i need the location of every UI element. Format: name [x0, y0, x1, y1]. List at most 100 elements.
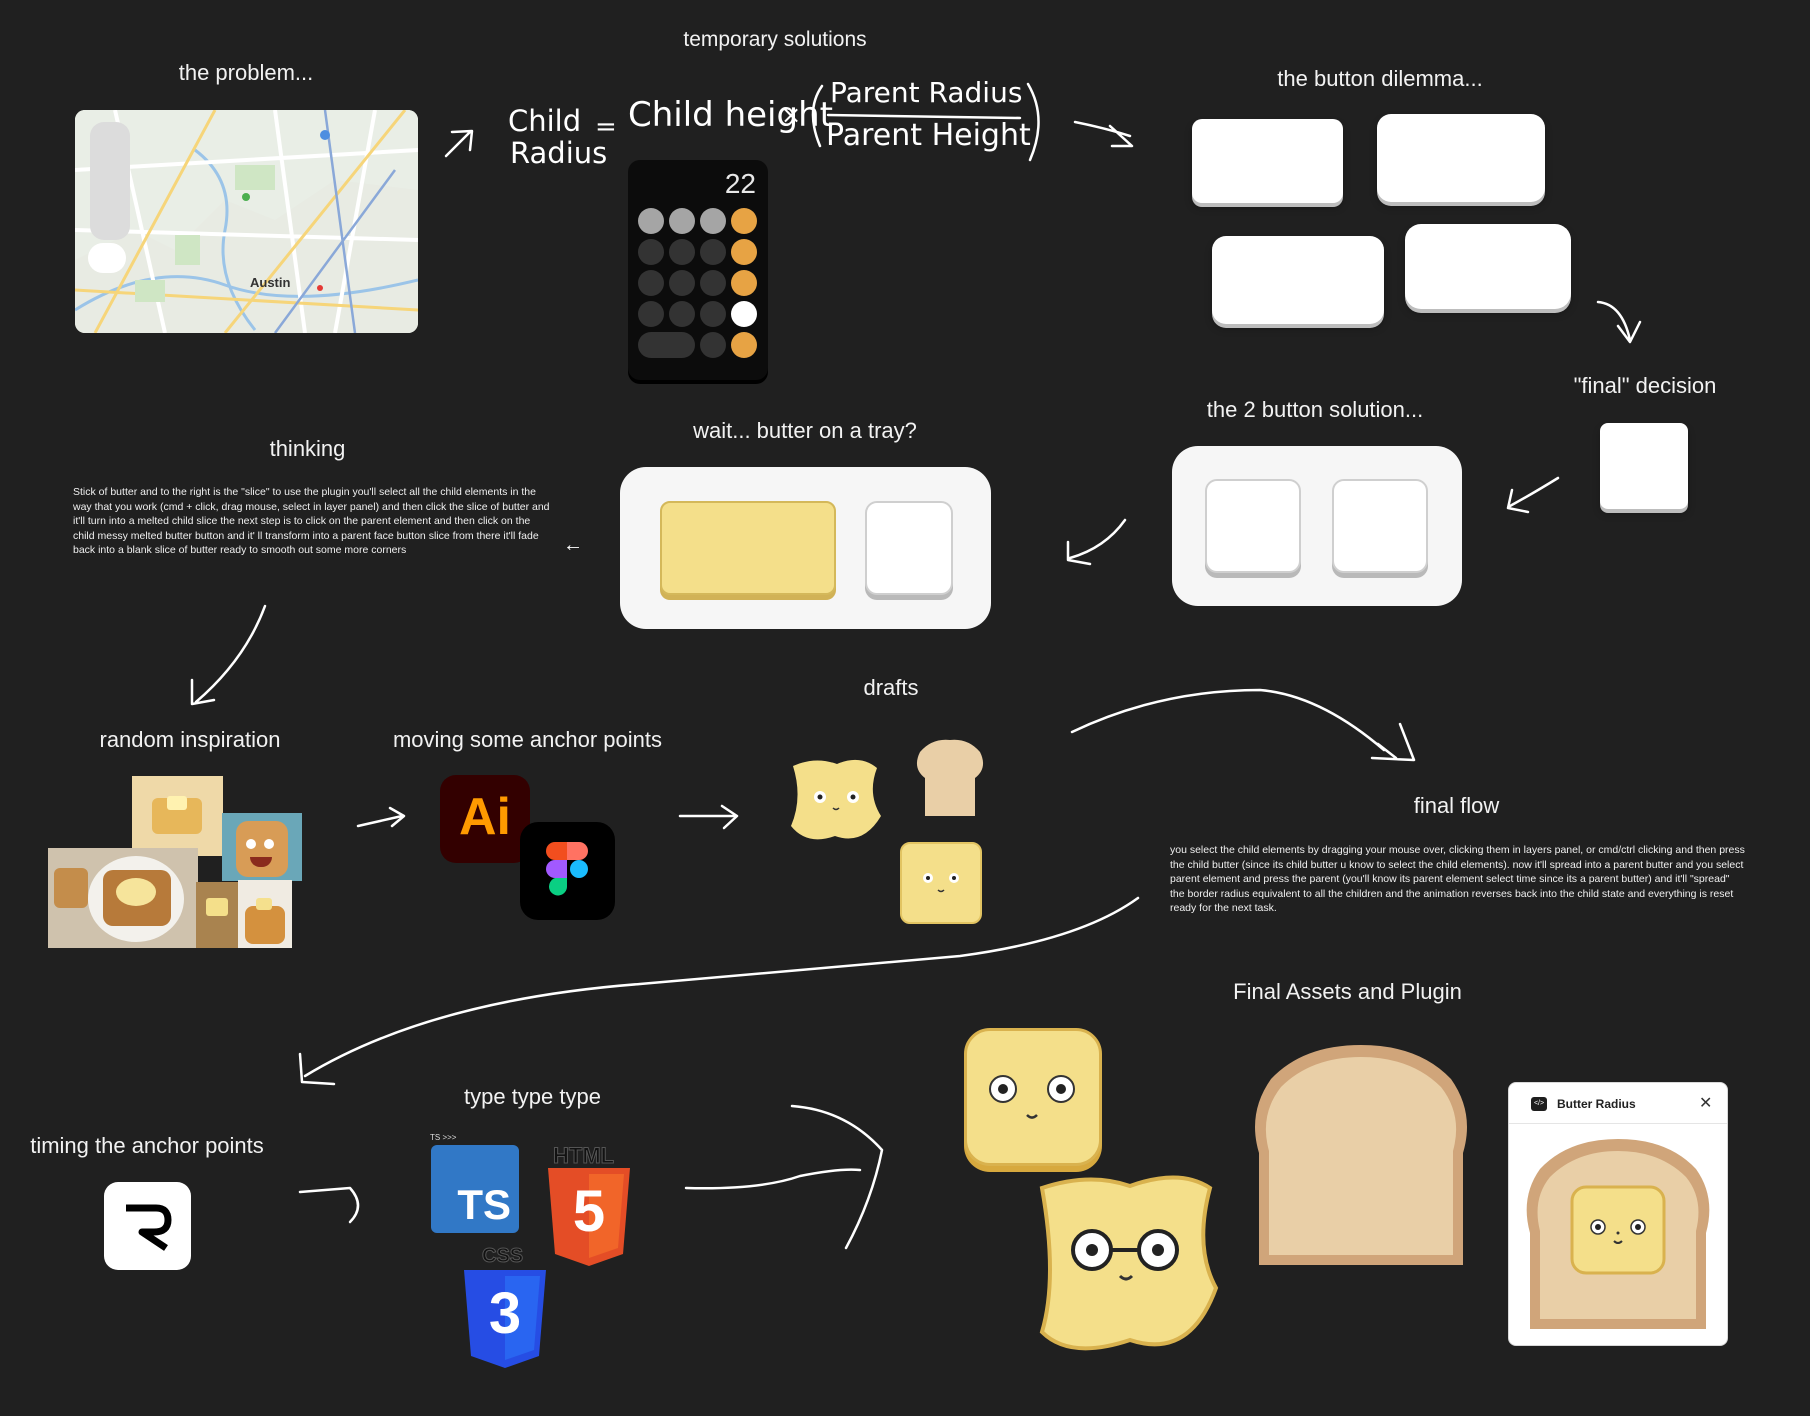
inspiration-photo-plate	[48, 848, 198, 948]
label-butter-on-tray: wait... butter on a tray?	[693, 418, 917, 443]
formula-numerator: Parent Radius	[830, 76, 1023, 109]
calculator-key[interactable]	[669, 270, 695, 296]
label-drafts: drafts	[863, 675, 919, 700]
plugin-close-button[interactable]: ✕	[1699, 1095, 1713, 1112]
arrow-thinking-to-inspiration	[190, 604, 267, 706]
butter-stick[interactable]	[660, 501, 836, 595]
calculator-key[interactable]	[731, 270, 757, 296]
ts-caption: TS >>>	[430, 1133, 457, 1142]
final-decision-button[interactable]	[1600, 423, 1688, 509]
label-temporary-solutions: temporary solutions	[683, 28, 867, 51]
plugin-divider	[1509, 1123, 1727, 1124]
calculator-key[interactable]	[638, 239, 664, 265]
calculator-key[interactable]	[638, 332, 695, 358]
final-butter-parent	[1030, 1168, 1222, 1358]
austin-map: Austin	[75, 110, 418, 333]
calculator-key[interactable]	[731, 332, 757, 358]
arrow-anchor-to-drafts	[678, 804, 739, 830]
two-button-right[interactable]	[1332, 479, 1428, 573]
typescript-logo: TS	[431, 1145, 519, 1233]
illustrator-logo: Ai	[440, 775, 530, 863]
arrow-problem-to-formula	[444, 129, 474, 158]
draft-bread	[910, 738, 990, 818]
calculator-key[interactable]	[638, 208, 664, 234]
arrow-drafts-to-final-flow	[1070, 688, 1416, 762]
html5-number: 5	[572, 1179, 606, 1244]
calculator-key[interactable]	[731, 239, 757, 265]
butter-slice-blank[interactable]	[865, 501, 953, 595]
calculator-key[interactable]	[731, 208, 757, 234]
label-final-flow: final flow	[1413, 793, 1500, 818]
label-type-type-type: type type type	[464, 1084, 601, 1109]
calculator-key[interactable]	[638, 301, 664, 327]
final-flow-text: you select the child elements by draggin…	[1170, 844, 1745, 914]
arrow-formula-to-dilemma	[1073, 120, 1134, 148]
figma-logo	[520, 822, 615, 920]
thinking-arrow: ←	[563, 534, 583, 556]
inspiration-photo-toast-top	[132, 776, 223, 856]
inspiration-photo-butter-block	[196, 882, 238, 948]
arrow-dilemma-to-decision	[1596, 300, 1642, 344]
draft-butter-slice	[900, 842, 982, 924]
arrow-timing-to-type	[298, 1186, 360, 1224]
label-final-decision: "final" decision	[1573, 373, 1717, 398]
html-caption: HTML	[552, 1143, 615, 1169]
rive-icon	[126, 1204, 172, 1251]
plugin-window: </> Butter Radius ✕	[1508, 1082, 1728, 1346]
map-overlay-dot	[88, 243, 126, 273]
rive-logo	[104, 1182, 191, 1270]
calculator-key[interactable]	[731, 301, 757, 327]
calculator-key[interactable]	[669, 208, 695, 234]
label-moving-anchor-points: moving some anchor points	[392, 727, 663, 752]
arrow-two-button-to-tray	[1066, 518, 1127, 566]
calculator: 22	[628, 160, 768, 380]
html5-logo: 5	[548, 1168, 630, 1266]
map-city-label: Austin	[250, 275, 291, 290]
calculator-key[interactable]	[669, 239, 695, 265]
label-random-inspiration: random inspiration	[99, 727, 281, 752]
figma-icon	[546, 842, 588, 896]
plugin-title: Butter Radius	[1557, 1097, 1636, 1111]
final-bread	[1253, 1043, 1469, 1271]
label-final-assets: Final Assets and Plugin	[1233, 979, 1462, 1004]
calculator-key[interactable]	[638, 270, 664, 296]
formula-lhs-line1: Child	[508, 104, 582, 138]
calculator-key[interactable]	[700, 301, 726, 327]
formula-denominator: Parent Height	[826, 118, 1031, 153]
label-two-button-solution: the 2 button solution...	[1206, 397, 1424, 422]
two-button-left[interactable]	[1205, 479, 1301, 573]
label-thinking: thinking	[269, 436, 346, 461]
arrow-decision-to-two-button	[1506, 476, 1560, 514]
formula-child-height: Child height	[628, 95, 833, 135]
inspiration-photo-pancakes	[238, 880, 292, 948]
map-graphic	[75, 110, 418, 333]
calculator-key[interactable]	[700, 270, 726, 296]
label-timing-anchor-points: timing the anchor points	[30, 1133, 264, 1158]
formula-equals: =	[595, 112, 617, 142]
typescript-logo-text: TS	[457, 1181, 511, 1228]
dilemma-button-4[interactable]	[1405, 224, 1571, 309]
plugin-code-icon: </>	[1531, 1097, 1547, 1111]
css-caption: CSS	[481, 1245, 524, 1268]
formula-times: ×	[781, 101, 802, 129]
calculator-key[interactable]	[700, 239, 726, 265]
thinking-text: Stick of butter and to the right is the …	[73, 486, 550, 556]
calculator-key[interactable]	[700, 208, 726, 234]
formula-lhs-line2: Radius	[510, 136, 608, 170]
map-overlay-pill	[90, 122, 130, 240]
css3-logo: 3	[464, 1270, 546, 1368]
butter-tray	[620, 467, 991, 629]
dilemma-button-2[interactable]	[1377, 114, 1545, 202]
calculator-key[interactable]	[669, 301, 695, 327]
two-button-tray	[1172, 446, 1462, 606]
plugin-toast-button[interactable]	[1524, 1137, 1712, 1335]
draft-melted-butter	[785, 754, 885, 844]
inspiration-photo-toast-character	[222, 813, 302, 881]
calculator-key[interactable]	[700, 332, 726, 358]
illustrator-logo-text: Ai	[459, 788, 511, 846]
arrow-inspiration-to-anchor	[356, 806, 406, 828]
dilemma-button-1[interactable]	[1192, 119, 1343, 203]
dilemma-button-3[interactable]	[1212, 236, 1384, 324]
label-button-dilemma: the button dilemma...	[1277, 66, 1483, 91]
arrow-type-to-final-assets	[684, 1104, 884, 1250]
